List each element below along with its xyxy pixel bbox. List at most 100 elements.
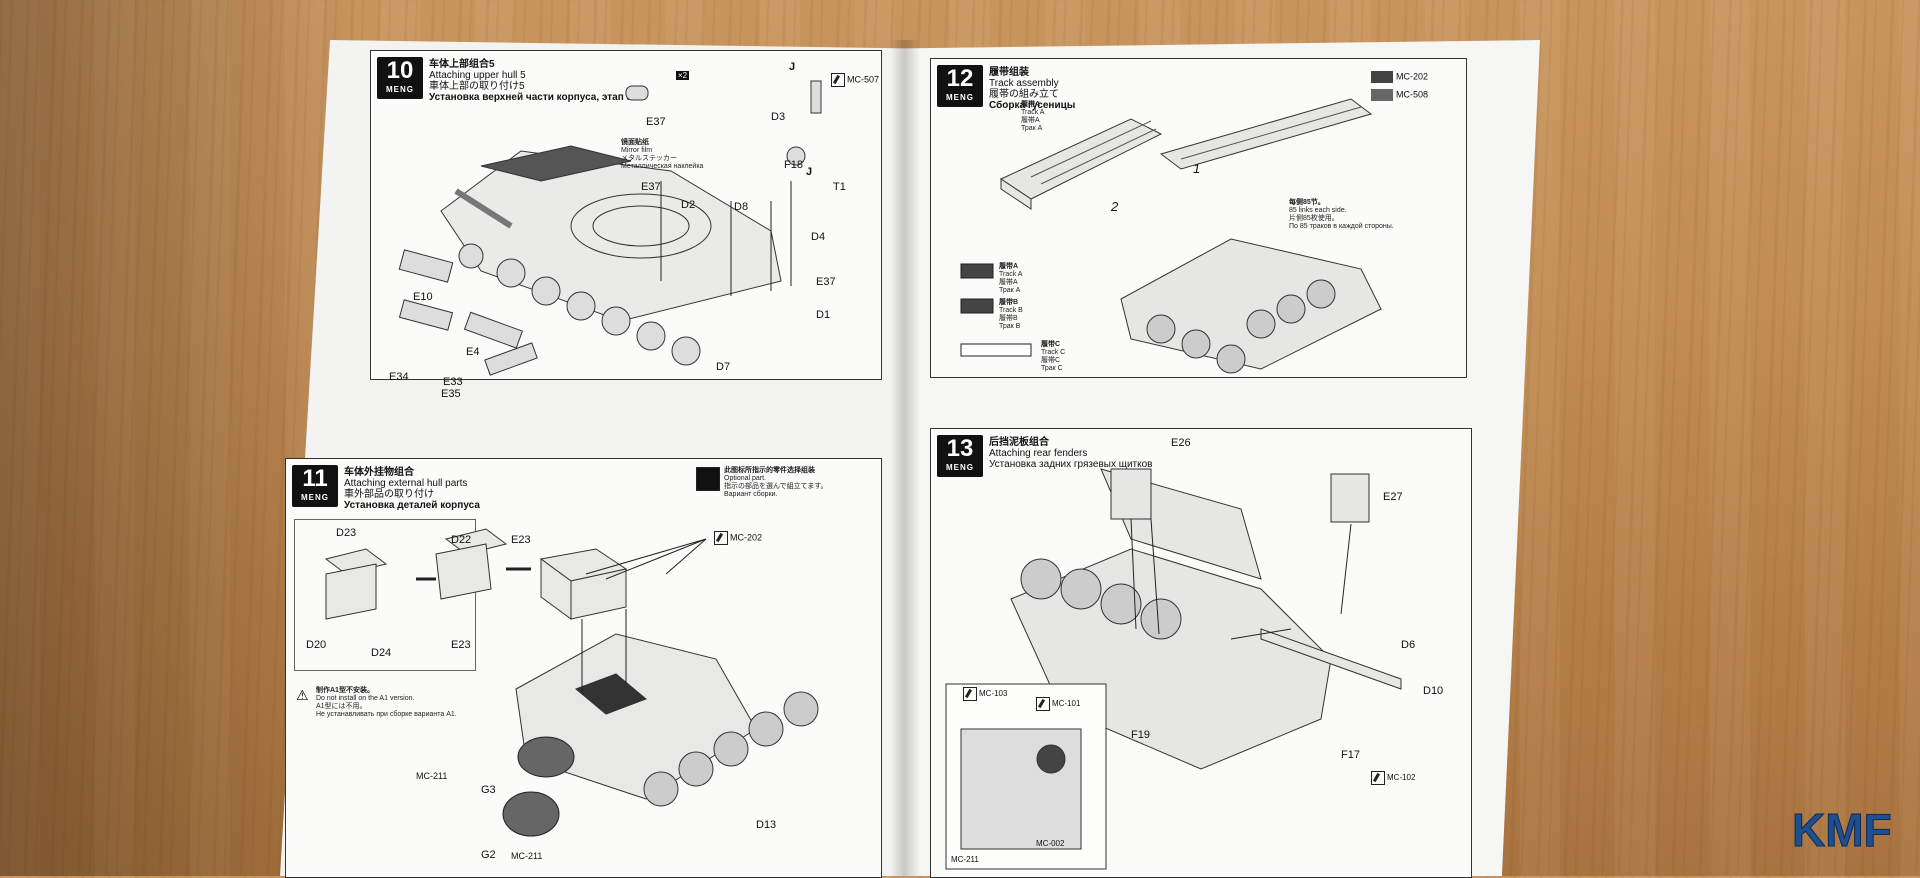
part-label: E37	[641, 181, 661, 193]
part-label: D1	[816, 309, 831, 321]
paint-code: MC-202	[714, 531, 762, 545]
paint-brush-icon	[1036, 697, 1050, 711]
part-label: D22	[451, 534, 472, 546]
legend-track-a-en: Track A	[999, 271, 1023, 278]
note-en: Mirror film	[621, 147, 653, 154]
note-ru: Металлическая наклейка	[621, 163, 704, 170]
paint-code: MC-103	[963, 687, 1007, 701]
note-jp: メタルステッカー	[621, 155, 677, 162]
track-a-label: 履带A	[1021, 101, 1041, 108]
multiplier: 1	[1193, 161, 1201, 176]
part-label: D23	[336, 527, 357, 539]
legend-track-b-ru: Трак B	[999, 323, 1021, 330]
paint-code: MC-101	[1036, 697, 1080, 711]
links-note-cn: 每侧85节。	[1289, 199, 1325, 206]
part-label: J	[789, 61, 796, 73]
step-title: 车体上部组合5 Attaching upper hull 5 車体上部の取り付け…	[429, 59, 633, 103]
links-note-en: 85 links each side.	[1289, 207, 1347, 214]
quantity-badge: ×2	[676, 71, 690, 80]
paint-code: MC-211	[951, 855, 979, 864]
step-13-drawing	[945, 468, 1402, 870]
paint-brush-icon	[1371, 771, 1385, 785]
legend-track-a-jp: 履帯A	[999, 279, 1018, 286]
paint-code: MC-102	[1371, 771, 1415, 785]
part-label: G3	[481, 784, 496, 796]
booklet-spine	[890, 40, 920, 876]
legend-track-a-ru: Трак A	[999, 287, 1021, 294]
part-label: E37	[816, 276, 836, 288]
part-label: D10	[1423, 685, 1444, 697]
part-label: D13	[756, 819, 777, 831]
color-swatch	[1371, 71, 1393, 83]
step-title: 履带组装 Track assembly 履帯の組み立て Сборка гусен…	[989, 67, 1076, 111]
track-a-jp: 履帯A	[1021, 117, 1040, 124]
part-label: E10	[413, 291, 433, 303]
part-label: D20	[306, 639, 327, 651]
track-a-en: Track A	[1021, 109, 1045, 116]
legend-track-c-en: Track C	[1041, 349, 1066, 356]
legend-track-b: 履带B	[999, 299, 1019, 306]
part-label: E35	[441, 388, 461, 400]
paint-brush-icon	[831, 73, 845, 87]
part-label: D7	[716, 361, 731, 373]
paint-code: MC-002	[1036, 839, 1065, 848]
paint-brush-icon	[714, 531, 728, 545]
warning-icon: ⚠	[296, 687, 309, 703]
part-label: E23	[511, 534, 531, 546]
color-swatch	[1371, 89, 1393, 101]
legend-track-a: 履带A	[999, 263, 1019, 270]
step-title: 车体外挂物组合 Attaching external hull parts 車外…	[344, 467, 480, 511]
sub-assembly-box	[294, 519, 476, 671]
step-title: 后挡泥板组合 Attaching rear fenders Установка …	[989, 437, 1153, 470]
part-label: J	[806, 166, 813, 178]
watermark-text: KMF	[1792, 804, 1892, 856]
step-10-drawing	[398, 80, 822, 376]
paint-brush-icon	[963, 687, 977, 701]
step-11-drawing	[324, 528, 819, 837]
legend-track-c: 履带C	[1041, 341, 1061, 348]
part-label: E34	[389, 371, 409, 383]
step-12-drawing	[960, 98, 1382, 374]
part-label: E23	[451, 639, 471, 651]
part-label: T1	[833, 181, 846, 193]
part-label: D6	[1401, 639, 1416, 651]
part-label: E27	[1383, 491, 1403, 503]
legend-track-b-en: Track B	[999, 307, 1023, 314]
part-label: F18	[784, 159, 803, 171]
part-label: F17	[1341, 749, 1360, 761]
part-label: E26	[1171, 437, 1191, 449]
part-label: D24	[371, 647, 392, 659]
part-label: E4	[466, 346, 480, 358]
part-label: G2	[481, 849, 496, 861]
part-label: D8	[734, 201, 749, 213]
paint-code: MC-507	[831, 73, 879, 87]
part-label: D3	[771, 111, 786, 123]
paint-code: MC-211	[511, 851, 543, 861]
note-cn: 镜面贴纸	[621, 139, 649, 146]
option-icon	[696, 467, 720, 491]
legend-track-c-ru: Трак C	[1041, 365, 1063, 372]
part-label: E33	[443, 376, 463, 388]
watermark-logo: KMF	[1784, 796, 1894, 866]
links-note-ru: По 85 траков в каждой стороны.	[1289, 223, 1394, 230]
paint-code: MC-202	[1371, 71, 1428, 83]
legend-track-b-jp: 履帯B	[999, 315, 1018, 322]
paint-code: MC-211	[416, 771, 448, 781]
part-label: D2	[681, 199, 696, 211]
legend-track-c-jp: 履帯C	[1041, 357, 1061, 364]
part-label: F19	[1131, 729, 1150, 741]
track-a-ru: Трак A	[1021, 125, 1043, 132]
multiplier: 2	[1111, 199, 1119, 214]
part-label: D4	[811, 231, 826, 243]
links-note-jp: 片側85枚使用。	[1289, 215, 1339, 222]
paint-code: MC-508	[1371, 89, 1428, 101]
